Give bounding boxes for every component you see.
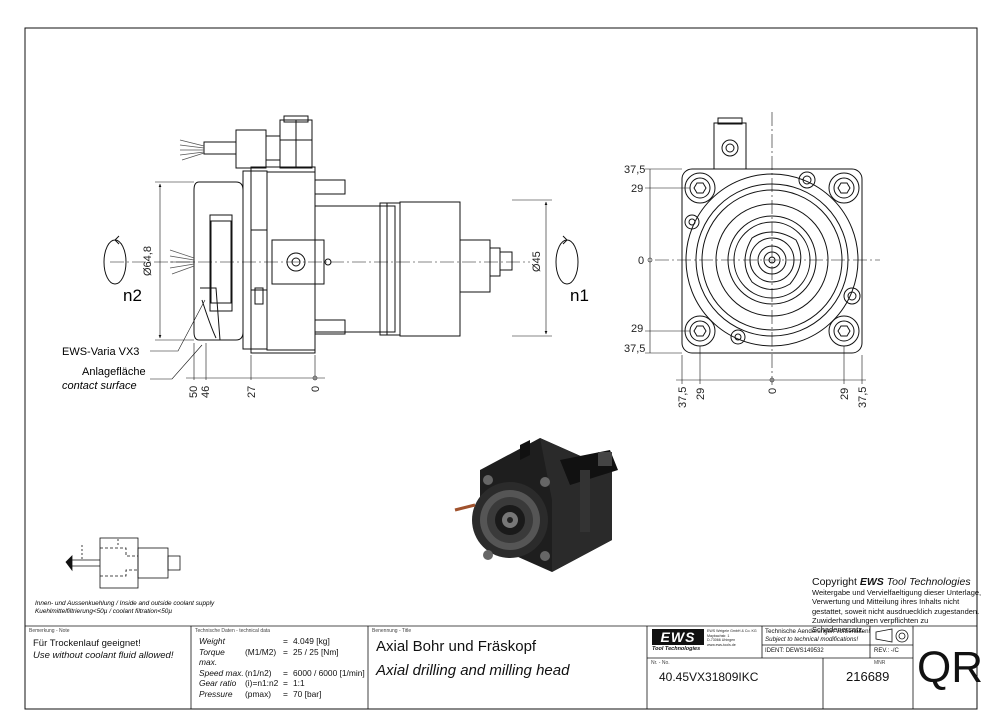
- note-label: Bemerkung - Note: [29, 628, 70, 634]
- rotation-n2-label: n2: [123, 286, 142, 305]
- address-line: www.ews-tools.de: [707, 642, 736, 647]
- isometric-render: [454, 438, 618, 572]
- address-line: Maybachstr. 1: [707, 633, 730, 638]
- dim-v-29-bottom: 29: [631, 323, 643, 335]
- coolant-wires: [169, 139, 205, 275]
- callout-contact-en: contact surface: [62, 380, 137, 392]
- tech-data-table: Weight = 4.049 [kg] Torque max. (M1/M2) …: [199, 636, 365, 700]
- copyright-prefix: Copyright: [812, 576, 860, 588]
- tech-row-sym: (pmax): [245, 688, 272, 699]
- dia-shaft-label: Ø45: [531, 251, 543, 272]
- tech-row-name: Speed max.: [199, 667, 244, 678]
- tech-row-name: Torque max.: [199, 646, 225, 668]
- tech-row-name: Pressure: [199, 688, 233, 699]
- drawing-number: 40.45VX31809IKC: [659, 670, 759, 684]
- tech-row-value: 1:1: [293, 678, 305, 689]
- ident-label: IDENT:: [765, 648, 785, 654]
- dim-h-37-5-right: 37,5: [857, 387, 869, 408]
- tech-row-weight: Weight = 4.049 [kg]: [199, 636, 365, 647]
- tech-row-eq: =: [283, 667, 288, 678]
- tech-row-name: Weight: [199, 636, 225, 646]
- dim-v-0: 0: [638, 255, 644, 267]
- rev-field: REV.: -/C: [874, 648, 899, 654]
- copyright-notice: Copyright EWS Tool Technologies Weiterga…: [812, 576, 982, 634]
- diameter-dims: [155, 181, 552, 341]
- dim-h-0: 0: [767, 388, 779, 394]
- changes-de: Technische Aenderungen vorbehalten!: [765, 628, 871, 635]
- tech-row-speed: Speed max. (n1/n2) = 6000 / 6000 [1/min]: [199, 668, 365, 679]
- tech-row-sym: (n1/n2): [245, 667, 272, 678]
- mnr-value: 216689: [846, 669, 890, 684]
- copyright-suffix: Tool Technologies: [883, 576, 971, 588]
- tech-row-torque: Torque max. (M1/M2) = 25 / 25 [Nm]: [199, 647, 365, 668]
- dim-27: 27: [246, 386, 258, 398]
- tech-row-sym: (i)=n1:n2: [245, 678, 279, 689]
- dim-h-37-5-left: 37,5: [677, 387, 689, 408]
- note-de: Für Trockenlauf geeignet!: [33, 638, 141, 649]
- tech-data-label: Technische Daten - technical data: [195, 628, 271, 634]
- rev-label: REV.:: [874, 648, 890, 654]
- sheet-frame: [24, 27, 978, 710]
- front-vertical-dimension-lines: [645, 168, 690, 354]
- front-horizontal-dimension-lines: [676, 346, 866, 384]
- dim-h-29-left: 29: [695, 388, 707, 400]
- copyright-line: Zuwiderhandlungen verpflichten zu Schade…: [812, 615, 929, 635]
- coolant-note-line1: Innen- und Aussenkuehlung / Inside and o…: [35, 600, 215, 607]
- dim-v-37-5-top: 37,5: [624, 164, 645, 176]
- ews-logo: EWS: [652, 629, 704, 645]
- title-block-grid: [25, 625, 977, 709]
- tech-row-sym: [245, 636, 283, 647]
- tech-row-value: 6000 / 6000 [1/min]: [293, 667, 365, 678]
- dim-0-side: 0: [310, 386, 322, 392]
- dia-body-label: Ø64,8: [142, 246, 154, 276]
- dim-h-29-right: 29: [839, 388, 851, 400]
- title-label: Benennung - Title: [372, 628, 412, 634]
- copyright-line: Verwertung und Mitteilung ihres Inhalts …: [812, 597, 960, 607]
- copyright-line: Weitergabe und Vervielfaeltigung dieser …: [812, 588, 982, 597]
- tech-row-value: 70 [bar]: [293, 688, 322, 699]
- rotation-n1-label: n1: [570, 286, 589, 305]
- coolant-note-line2: Kuehlmittelfiltrierung<50µ / coolant fil…: [35, 608, 172, 615]
- tech-row-sym: (M1/M2): [245, 646, 277, 657]
- copyright-heading: Copyright EWS Tool Technologies: [812, 576, 982, 588]
- dim-v-29-top: 29: [631, 183, 643, 195]
- callout-varia: EWS-Varia VX3: [62, 346, 139, 358]
- callout-leaders: [150, 299, 206, 380]
- address-line: D-73066 Uhingen: [707, 638, 736, 643]
- note-en: Use without coolant fluid allowed!: [33, 650, 174, 661]
- number-label: Nr. - No.: [651, 660, 670, 666]
- title-en: Axial drilling and milling head: [376, 662, 570, 679]
- tech-row-name: Gear ratio: [199, 678, 237, 689]
- tech-row-pressure: Pressure (pmax) = 70 [bar]: [199, 689, 365, 700]
- title-de: Axial Bohr und Fräskopf: [376, 638, 537, 655]
- coolant-schematic: [65, 537, 181, 589]
- copyright-brand: EWS: [859, 576, 884, 588]
- tech-row-value: 25 / 25 [Nm]: [293, 646, 339, 657]
- ident-field: IDENT: DEWS149532: [765, 648, 824, 654]
- tech-row-eq: =: [283, 636, 288, 646]
- rotation-symbols: [103, 235, 579, 285]
- tech-row-value: 4.049 [kg]: [293, 636, 330, 646]
- address-line: EWS Weigele GmbH & Co. KG: [707, 629, 757, 633]
- tech-row-gear: Gear ratio (i)=n1:n2 = 1:1: [199, 678, 365, 689]
- copyright-line: gestattet, soweit nicht ausdruecklich zu…: [812, 606, 980, 616]
- tech-row-eq: =: [283, 646, 288, 657]
- tech-row-eq: =: [283, 688, 288, 699]
- rev-value: -/C: [890, 648, 899, 654]
- mnr-label: MNR: [874, 660, 886, 666]
- projection-symbol: [875, 628, 909, 643]
- dim-46: 46: [200, 386, 212, 398]
- side-bottom-dimension-lines: [186, 343, 325, 381]
- qr-mark: QR: [917, 643, 983, 692]
- side-view: [193, 115, 513, 354]
- callout-contact-de: Anlagefläche: [82, 366, 146, 378]
- tech-row-eq: =: [283, 678, 288, 689]
- ident-value: DEWS149532: [785, 648, 824, 654]
- company-address: EWS Weigele GmbH & Co. KG Maybachstr. 1 …: [707, 629, 757, 647]
- changes-en: Subject to technical modifications!: [765, 636, 859, 643]
- ews-logo-sub: Tool Technologies: [652, 646, 701, 652]
- dim-50: 50: [188, 386, 200, 398]
- dim-v-37-5-bottom: 37,5: [624, 343, 645, 355]
